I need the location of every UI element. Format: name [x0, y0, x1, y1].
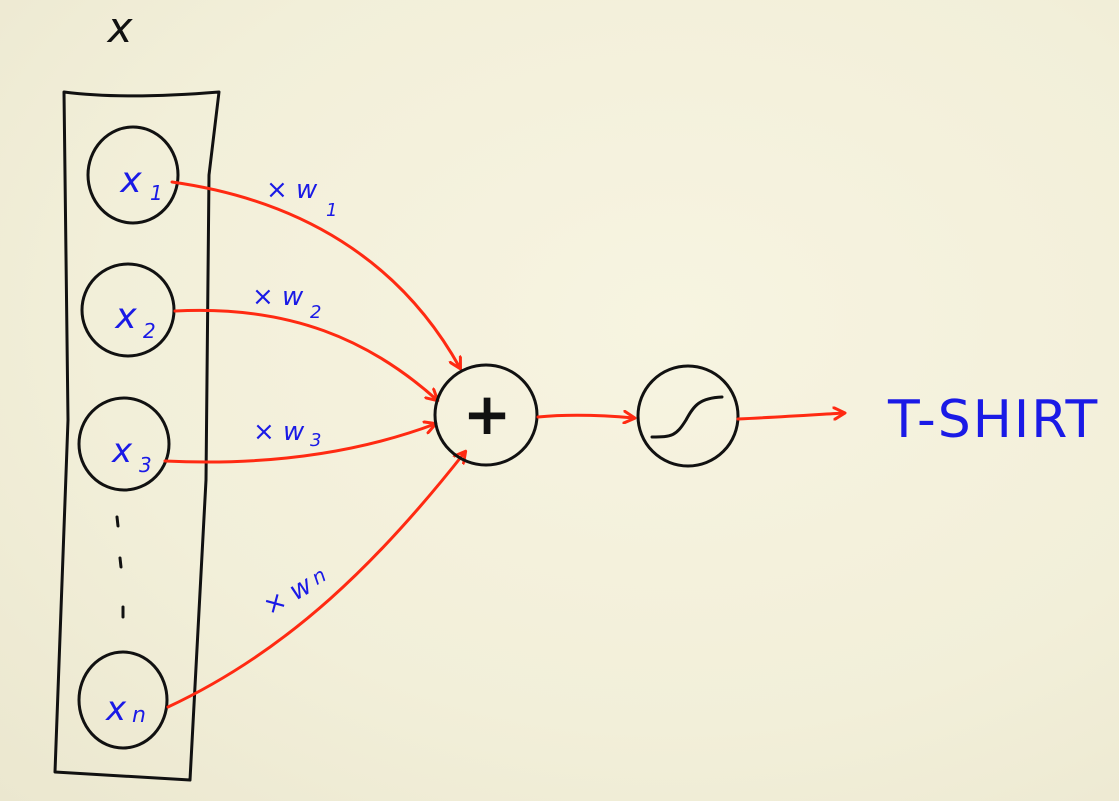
input-node-3-sub: 3	[139, 453, 152, 477]
input-node-3-base: x	[111, 431, 133, 471]
output-label: T-SHIRT	[887, 390, 1099, 450]
vector-label: x	[106, 3, 134, 52]
edge-xn-to-sum	[166, 452, 465, 709]
input-node-2-sub: 2	[143, 319, 156, 343]
input-vector-box	[53, 90, 221, 782]
sum-node: +	[433, 363, 539, 467]
input-node-1: x 1	[86, 125, 180, 225]
edge-activation-to-output	[736, 413, 844, 419]
weight-label-2-sub: 2	[310, 302, 321, 323]
edge-x3-to-sum	[163, 424, 435, 464]
edge-x1-to-sum	[170, 180, 460, 368]
input-node-2-base: x	[114, 296, 137, 337]
input-node-3: x 3	[77, 396, 171, 492]
weight-label-n: × w n	[258, 563, 330, 622]
input-node-1-sub: 1	[150, 181, 163, 205]
input-node-n-base: x	[105, 689, 127, 729]
input-node-1-base: x	[119, 160, 142, 201]
input-node-n-sub: n	[132, 703, 146, 728]
edge-sum-to-activation	[536, 415, 634, 418]
weight-label-3-prefix: × w	[253, 417, 305, 447]
weight-label-n-prefix: × w	[258, 570, 318, 622]
activation-node	[636, 364, 740, 468]
ellipsis-dots	[115, 515, 125, 619]
edge-x2-to-sum	[173, 308, 437, 400]
weight-label-1-sub: 1	[326, 200, 337, 221]
input-node-2: x 2	[80, 262, 176, 358]
weight-label-2: × w 2	[252, 282, 321, 323]
sum-symbol: +	[463, 380, 512, 448]
weight-label-1: × w 1	[266, 175, 337, 221]
weight-label-3-sub: 3	[310, 430, 321, 451]
input-node-n: x n	[77, 650, 169, 750]
weight-label-1-prefix: × w	[266, 175, 318, 205]
weight-label-2-prefix: × w	[252, 282, 304, 312]
sigmoid-curve-icon	[650, 395, 724, 439]
weight-label-3: × w 3	[253, 417, 321, 451]
